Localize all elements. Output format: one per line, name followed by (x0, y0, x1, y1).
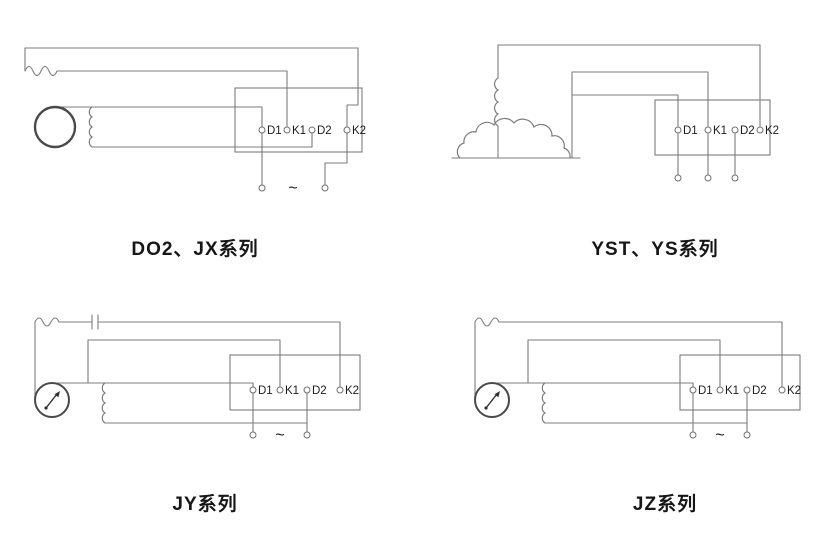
diagram-ystys: D1 K1 D2 K2 (430, 32, 825, 232)
jz-schematic: D1 K1 D2 K2 ~ (474, 317, 801, 444)
caption-jy: JY系列 (172, 494, 238, 515)
ystys-terminal-label-k2: K2 (765, 125, 779, 137)
jy-terminal-label-d2: D2 (312, 385, 327, 397)
jz-terminal-points (689, 386, 786, 439)
jz-terminal-box (679, 354, 801, 411)
do2jx-terminal-box (234, 87, 363, 153)
ystys-terminal-box (654, 99, 771, 156)
do2jx-wires (24, 47, 359, 186)
diagram-jz: D1 K1 D2 K2 ~ (450, 312, 810, 472)
jz-pressure-switch-symbol (474, 382, 510, 418)
ystys-winding-coil-icon (494, 77, 500, 127)
jy-capacitor-icon (91, 314, 99, 330)
jy-pressure-switch-symbol (34, 382, 70, 418)
jy-terminal-label-d1: D1 (258, 385, 273, 397)
do2jx-winding-coil-icon (88, 106, 94, 148)
jz-terminal-label-d2: D2 (752, 385, 767, 397)
jy-wires (34, 314, 341, 433)
ystys-stator-winding-icon (456, 117, 571, 159)
do2jx-terminal-label-d2: D2 (317, 125, 332, 137)
jy-terminal-points (249, 386, 344, 439)
do2jx-motor-symbol (33, 105, 77, 149)
do2jx-terminal-label-k1: K1 (292, 125, 306, 137)
ystys-terminal-label-k1: K1 (713, 125, 727, 137)
do2jx-schematic: D1 K1 D2 K2 ~ (24, 47, 366, 197)
do2jx-terminal-labels: D1 K1 D2 K2 (267, 125, 366, 137)
jy-terminal-label-k2: K2 (345, 385, 359, 397)
jy-ac-symbol: ~ (275, 427, 284, 444)
diagram-jy: D1 K1 D2 K2 ~ (10, 312, 410, 472)
jz-winding-coil-icon (541, 382, 547, 424)
jz-terminal-labels: D1 K1 D2 K2 (698, 385, 801, 397)
do2jx-terminal-points (258, 126, 351, 192)
jy-schematic: D1 K1 D2 K2 ~ (34, 314, 361, 444)
ystys-terminal-labels: D1 K1 D2 K2 (683, 125, 779, 137)
do2jx-terminal-label-d1: D1 (267, 125, 282, 137)
ystys-schematic: D1 K1 D2 K2 (451, 44, 779, 182)
jy-terminal-label-k1: K1 (285, 385, 299, 397)
diagram-do2jx: D1 K1 D2 K2 ~ (10, 35, 410, 245)
caption-ystys: YST、YS系列 (591, 239, 719, 260)
jz-terminal-label-d1: D1 (698, 385, 713, 397)
jz-wires (474, 317, 783, 433)
jz-terminal-label-k1: K1 (725, 385, 739, 397)
do2jx-terminal-label-k2: K2 (352, 125, 366, 137)
caption-jz: JZ系列 (632, 494, 698, 515)
jz-ac-symbol: ~ (715, 427, 724, 444)
jy-terminal-labels: D1 K1 D2 K2 (258, 385, 359, 397)
jz-terminal-label-k2: K2 (787, 385, 801, 397)
caption-do2jx: DO2、JX系列 (131, 239, 259, 260)
jy-winding-coil-icon (101, 382, 107, 424)
ystys-terminal-label-d1: D1 (683, 125, 698, 137)
jy-terminal-box (229, 354, 361, 411)
do2jx-ac-symbol: ~ (288, 180, 297, 197)
ystys-terminal-label-d2: D2 (740, 125, 755, 137)
ystys-terminal-points (674, 126, 764, 182)
